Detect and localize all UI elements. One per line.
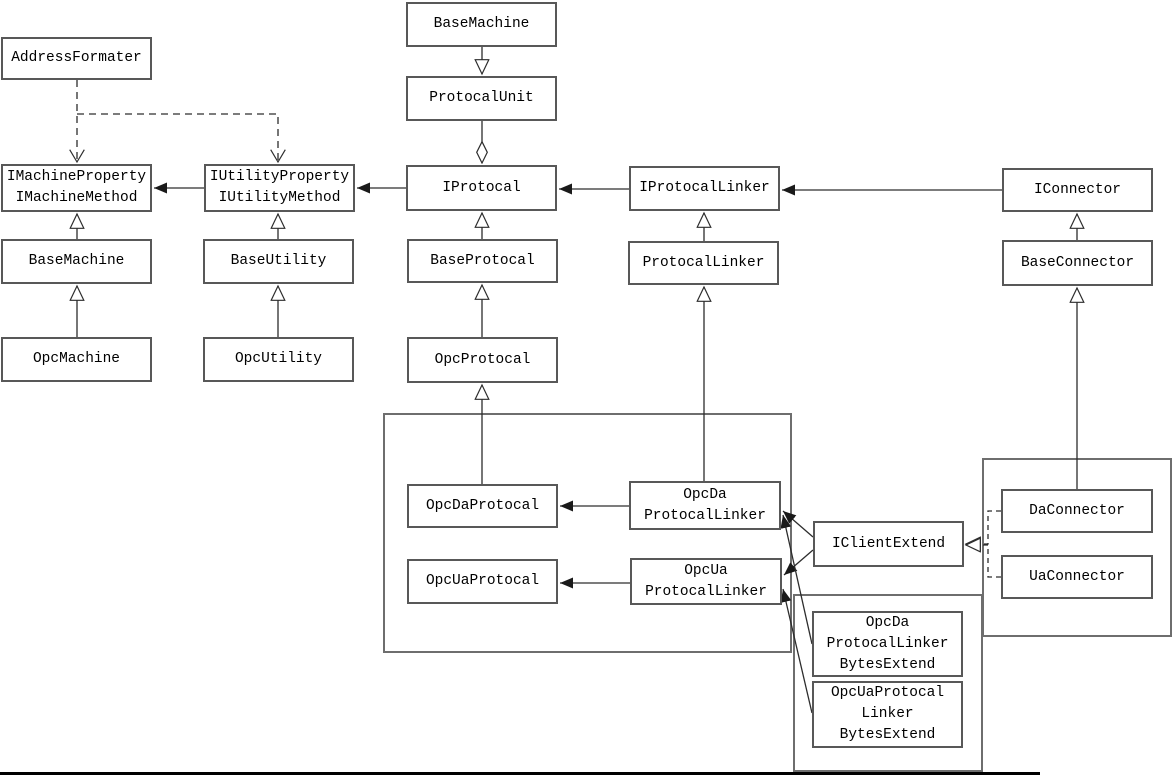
node-da-connector: DaConnector — [1001, 489, 1153, 533]
node-opcda-protocal: OpcDaProtocal — [407, 484, 558, 528]
class-label: IProtocalLinker — [639, 180, 770, 196]
class-label: IUtilityProperty — [209, 169, 350, 185]
edge-da-connector--iclient-extend — [966, 510, 1001, 544]
edge-iclient-extend--opcua-protocal-linker — [783, 549, 814, 576]
class-label: DaConnector — [1029, 502, 1125, 519]
node-base-protocal: BaseProtocal — [407, 239, 558, 283]
node-protocal-unit: ProtocalUnit — [406, 76, 557, 121]
class-label: OpcMachine — [32, 351, 120, 367]
node-iprotocal: IProtocal — [406, 165, 557, 211]
node-iprotocal-linker: IProtocalLinker — [629, 166, 780, 211]
node-opc-protocal: OpcProtocal — [407, 337, 558, 383]
class-label: OpcUa — [684, 562, 728, 579]
class-label: OpcDa — [683, 486, 727, 503]
class-label: OpcDaProtocal — [425, 497, 540, 514]
class-label: OpcDa — [865, 614, 910, 631]
class-label: OpcUtility — [234, 351, 322, 367]
node-base-machine-top: BaseMachine — [406, 2, 557, 47]
node-opc-machine: OpcMachine — [1, 337, 152, 382]
node-opc-utility: OpcUtility — [203, 337, 354, 382]
class-label: BytesExtend — [839, 727, 936, 743]
node-iconnector: IConnector — [1002, 168, 1153, 212]
edge-ua-connector--iclient-extend — [966, 545, 1001, 578]
class-label: BaseProtocal — [430, 252, 535, 269]
class-label: ProtocalLinker — [826, 635, 949, 652]
class-label: ProtocalLinker — [642, 254, 765, 271]
class-label: UaConnector — [1029, 568, 1125, 585]
class-label: BaseUtility — [230, 253, 327, 269]
node-iclient-extend: IClientExtend — [813, 521, 964, 567]
edge-opcua-protocal-linker-bytes-extend--opcua-protocal-linker — [780, 588, 813, 714]
class-label: OpcUaProtocal — [425, 573, 540, 589]
node-protocal-linker: ProtocalLinker — [628, 241, 779, 285]
edge-opcda-protocal-linker-bytes-extend--opcda-protocal-linker — [780, 514, 813, 645]
class-label: IClientExtend — [831, 535, 946, 552]
class-label: OpcUaProtocal — [830, 685, 945, 701]
node-base-utility: BaseUtility — [203, 239, 354, 284]
class-label: BaseConnector — [1020, 254, 1135, 271]
class-label: IUtilityMethod — [218, 190, 341, 206]
node-base-machine-left: BaseMachine — [1, 239, 152, 284]
class-label: IProtocal — [442, 179, 521, 196]
class-label: IMachineProperty — [6, 169, 147, 185]
class-label: BaseMachine — [433, 16, 530, 32]
class-label: AddressFormater — [11, 50, 142, 66]
class-label: IConnector — [1033, 181, 1121, 198]
node-opcua-protocal: OpcUaProtocal — [407, 559, 558, 604]
group-bytes-extend — [793, 594, 983, 772]
class-label: BytesExtend — [839, 656, 936, 673]
node-ua-connector: UaConnector — [1001, 555, 1153, 599]
node-base-connector: BaseConnector — [1002, 240, 1153, 286]
edge-address-formater--iutility-property — [77, 113, 286, 164]
class-label: ProtocalLinker — [644, 507, 766, 524]
class-label: IMachineMethod — [15, 190, 138, 206]
node-address-formater: AddressFormater — [1, 37, 152, 80]
group-opc-protocal-linkers — [383, 413, 792, 653]
class-label: OpcProtocal — [434, 351, 531, 368]
class-label: ProtocalLinker — [645, 583, 767, 600]
screen-bottom-edge — [0, 772, 1040, 775]
class-label: BaseMachine — [28, 253, 125, 269]
class-label: ProtocalUnit — [429, 90, 534, 106]
class-label: Linker — [861, 706, 914, 722]
